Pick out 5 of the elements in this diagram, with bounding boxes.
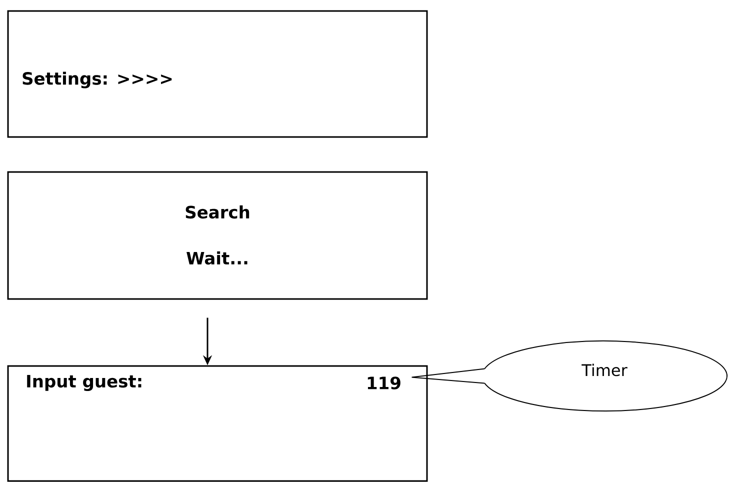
callout-pointer	[411, 368, 486, 384]
callout-bubble: Timer	[484, 340, 728, 412]
screen-box: Search Wait...	[7, 171, 428, 300]
screen-box: Settings: >>>>	[7, 10, 428, 138]
screen-box: Input guest: 119	[7, 365, 428, 482]
